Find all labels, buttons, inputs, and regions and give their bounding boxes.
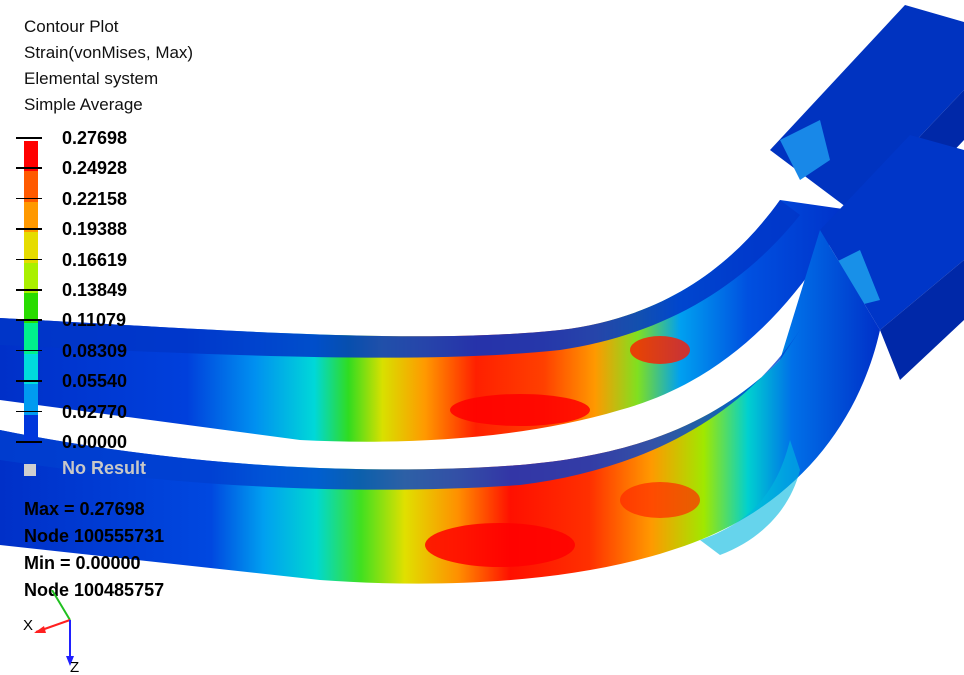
color-bar-segment [24,232,38,263]
color-bar-segment [24,141,38,172]
color-bar-segment [24,201,38,233]
tick-label: 0.02770 [62,401,128,422]
lower-tube [0,135,964,584]
triad-x-label: X [23,617,33,634]
color-bar-segment [24,171,38,202]
tick-mark [16,410,42,413]
contour-color-bar [24,141,38,445]
tick-mark [16,228,42,230]
color-bar-segment [24,262,38,293]
color-bar-segment [24,323,38,354]
no-result-label: No Result [62,458,147,478]
tick-label: 0.05540 [62,371,128,392]
color-bar-segment [24,384,38,415]
legend-averaging: Simple Average [24,95,143,114]
tick-label: 0.11079 [62,310,127,331]
coordinate-triad[interactable]: X Z [20,590,110,675]
max-node: Node 100555731 [24,526,165,546]
tick-mark [16,167,42,169]
triad-z-label: Z [70,659,79,675]
tick-mark [16,258,42,261]
triad-x-arrowhead [34,626,46,633]
tick-label: 0.13849 [62,280,128,300]
tick-label: 0.27698 [62,128,128,148]
min-value: Min = 0.00000 [24,553,141,573]
tick-label: 0.00000 [62,432,128,452]
legend-system: Elemental system [24,69,159,88]
legend-title: Contour Plot [24,17,119,36]
color-bar-segment [24,292,38,324]
tick-label: 0.16619 [62,249,128,270]
contour-legend-header: Contour Plot Strain(vonMises, Max) Eleme… [24,14,193,118]
legend-result-type: Strain(vonMises, Max) [24,43,194,62]
color-bar-segment [24,353,38,385]
tick-mark [16,319,42,321]
tick-label: 0.19388 [62,219,128,240]
triad-z-arrowhead [66,656,74,666]
min-node: Node 100485757 [24,580,165,600]
tick-mark [16,380,42,382]
color-bar-segment [24,414,38,445]
tick-mark [16,349,42,352]
tick-label: 0.08309 [62,340,128,361]
max-value: Max = 0.27698 [24,499,145,519]
tick-mark [16,137,42,139]
no-result-swatch [24,464,36,476]
tick-label: 0.22158 [62,188,128,209]
tick-mark [16,441,42,443]
tick-label: 0.24928 [62,158,128,179]
tick-mark [16,289,42,291]
min-max-stats: Max = 0.27698 Node 100555731 Min = 0.000… [24,496,164,604]
triad-y-axis [51,590,71,621]
tick-mark [16,197,42,200]
